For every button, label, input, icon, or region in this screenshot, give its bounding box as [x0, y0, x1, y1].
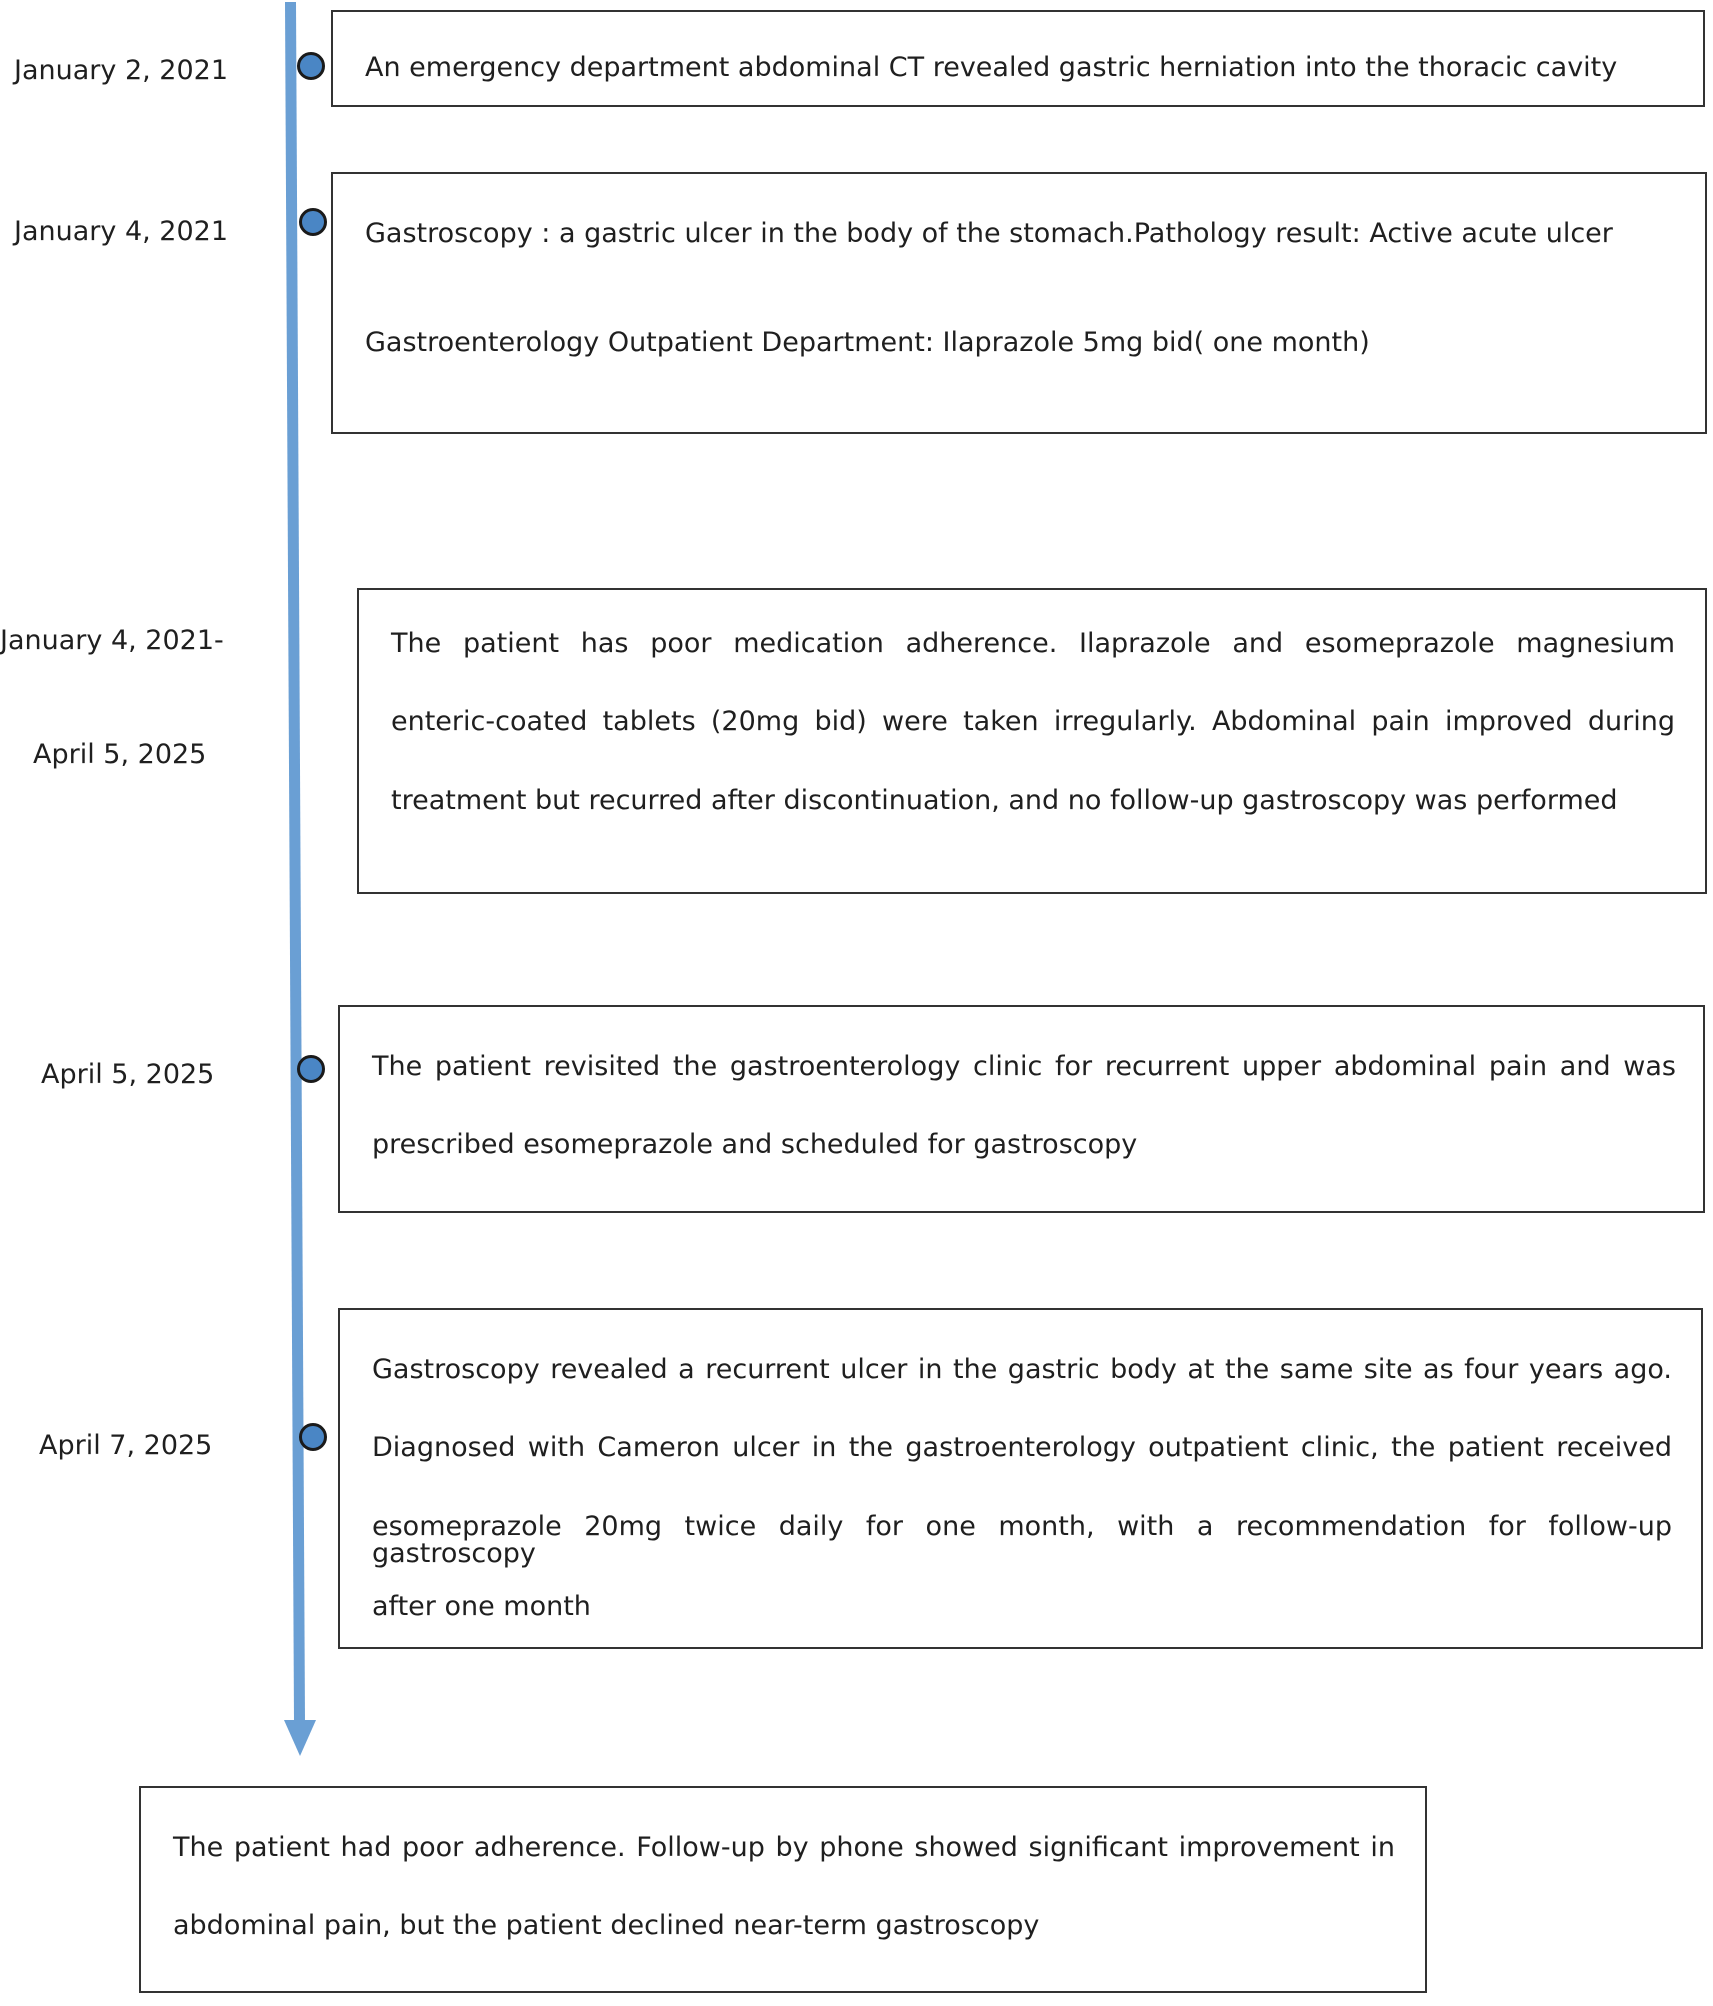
event-date: April 5, 2025	[41, 1059, 215, 1090]
event-text: An emergency department abdominal CT rev…	[365, 52, 1618, 83]
event-box: Gastroscopy revealed a recurrent ulcer i…	[338, 1308, 1703, 1649]
event-box: The patient has poor medication adherenc…	[357, 588, 1707, 894]
event-text: Gastroscopy revealed a recurrent ulcer i…	[372, 1354, 1672, 1385]
event-date: January 4, 2021	[14, 216, 228, 247]
event-box: The patient revisited the gastroenterolo…	[338, 1005, 1705, 1213]
event-text: treatment but recurred after discontinua…	[391, 785, 1618, 816]
outcome-text: The patient had poor adherence. Follow-u…	[173, 1832, 1395, 1863]
event-text: The patient has poor medication adherenc…	[391, 628, 1675, 659]
event-marker-2	[299, 208, 327, 236]
timeline-arrow-shaft	[285, 2, 305, 1722]
event-marker-5	[299, 1423, 327, 1451]
event-text: esomeprazole 20mg twice daily for one mo…	[372, 1511, 1672, 1569]
event-marker-1	[297, 52, 325, 80]
event-box: An emergency department abdominal CT rev…	[331, 10, 1705, 107]
event-text: The patient revisited the gastroenterolo…	[372, 1051, 1676, 1082]
event-text: prescribed esomeprazole and scheduled fo…	[372, 1129, 1138, 1160]
event-box: Gastroscopy : a gastric ulcer in the bod…	[331, 172, 1707, 434]
event-text: Diagnosed with Cameron ulcer in the gast…	[372, 1432, 1672, 1463]
event-text: Gastroscopy : a gastric ulcer in the bod…	[365, 218, 1613, 249]
event-date: April 5, 2025	[33, 739, 207, 770]
event-date: April 7, 2025	[39, 1430, 213, 1461]
event-marker-4	[297, 1055, 325, 1083]
event-date: January 4, 2021-	[0, 625, 224, 656]
timeline-arrowhead	[284, 1720, 316, 1756]
event-text: enteric-coated tablets (20mg bid) were t…	[391, 706, 1675, 737]
outcome-box: The patient had poor adherence. Follow-u…	[139, 1786, 1427, 1993]
event-date: January 2, 2021	[14, 55, 228, 86]
event-text: Gastroenterology Outpatient Department: …	[365, 327, 1370, 358]
event-text: after one month	[372, 1591, 591, 1622]
outcome-text: abdominal pain, but the patient declined…	[173, 1910, 1040, 1941]
